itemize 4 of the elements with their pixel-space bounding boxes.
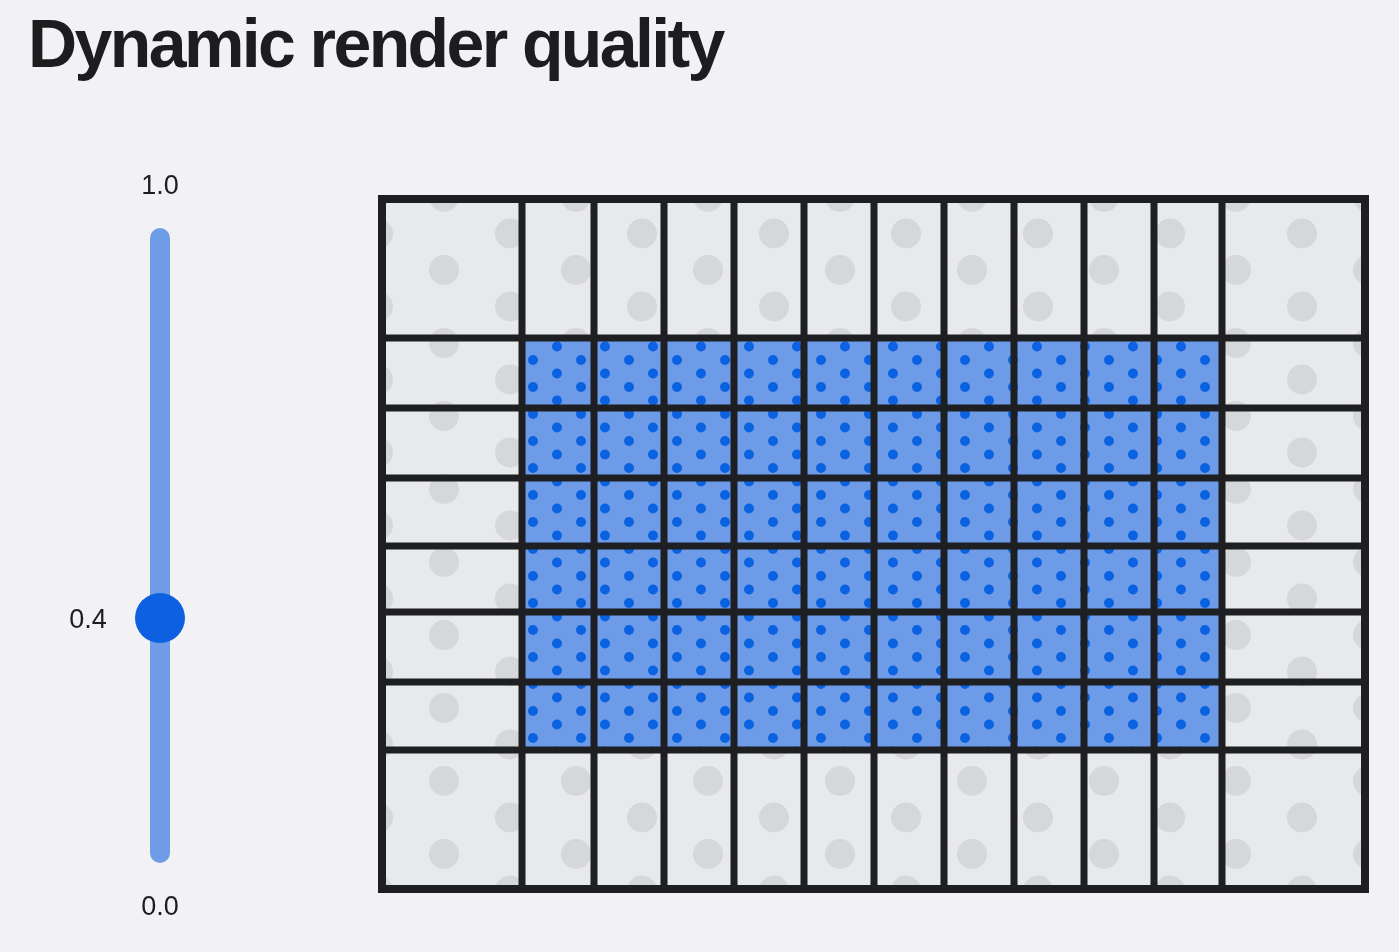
page-title: Dynamic render quality: [28, 4, 723, 83]
slider-min-label: 0.0: [141, 892, 179, 920]
slider-value-label: 0.4: [69, 605, 107, 633]
slider-max-label: 1.0: [141, 171, 179, 199]
